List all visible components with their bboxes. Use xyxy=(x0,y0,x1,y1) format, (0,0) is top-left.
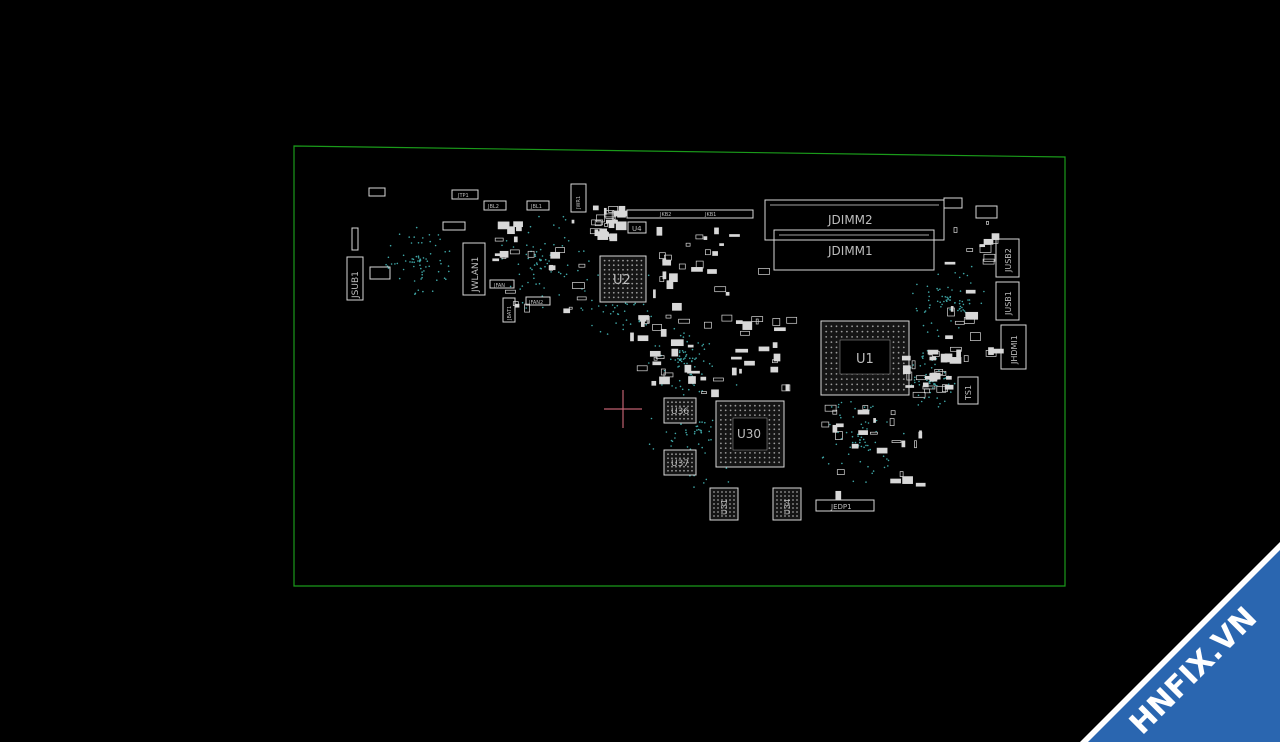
component-jbl2[interactable]: JBL2 xyxy=(483,200,507,211)
component-u36[interactable]: U36 xyxy=(663,397,697,424)
component-jfan2[interactable]: JFAN2 xyxy=(525,296,551,306)
component-jwlan1[interactable]: JWLAN1 xyxy=(462,242,486,296)
label-jwr1: JWR1 xyxy=(576,196,582,210)
label-u37: U37 xyxy=(671,459,689,469)
label-u31: U31 xyxy=(720,499,729,515)
component-jfan[interactable]: JFAN xyxy=(489,279,515,289)
label-jfan: JFAN xyxy=(493,283,505,289)
label-jbl2: JBL2 xyxy=(487,204,499,210)
label-u36: U36 xyxy=(671,407,689,417)
small-part[interactable] xyxy=(975,205,998,219)
small-part[interactable] xyxy=(442,221,466,231)
component-u4[interactable]: U4 xyxy=(627,221,647,234)
label-jkb1: JKB1 xyxy=(704,212,716,218)
label-jbat1: JBAT1 xyxy=(507,306,513,321)
label-jsub1: JSUB1 xyxy=(351,271,361,299)
small-part[interactable] xyxy=(368,187,386,197)
label-jfan2: JFAN2 xyxy=(528,300,543,306)
component-jusb1[interactable]: JUSB1 xyxy=(995,281,1020,321)
label-u30: U30 xyxy=(737,427,761,441)
component-u1[interactable]: U1 xyxy=(820,320,910,396)
component-jtp1[interactable]: JTP1 xyxy=(451,189,479,200)
component-jhdmi1[interactable]: JHDMI1 xyxy=(1000,324,1027,370)
component-jdimm1[interactable]: JDIMM1 xyxy=(773,229,935,271)
component-jkb[interactable]: JKB2 JKB1 xyxy=(626,209,754,219)
label-u34: U34 xyxy=(783,499,792,515)
label-jusb2: JUSB2 xyxy=(1004,248,1013,273)
component-jusb2[interactable]: JUSB2 xyxy=(995,238,1020,278)
crosshair-icon xyxy=(604,390,642,428)
component-u31[interactable]: U31 xyxy=(709,487,739,521)
small-part[interactable] xyxy=(943,197,963,209)
component-jbl1[interactable]: JBL1 xyxy=(526,200,550,211)
component-u30[interactable]: U30 xyxy=(715,400,785,468)
component-jsub1[interactable]: JSUB1 xyxy=(346,256,364,301)
label-jbl1: JBL1 xyxy=(530,204,542,210)
component-u37[interactable]: U37 xyxy=(663,449,697,476)
label-jkb2: JKB2 xyxy=(659,212,671,218)
label-jdimm2: JDIMM2 xyxy=(827,213,873,227)
small-part[interactable] xyxy=(351,227,359,251)
component-jdimm2[interactable]: JDIMM2 xyxy=(764,199,945,241)
label-jhdmi1: JHDMI1 xyxy=(1010,335,1019,365)
component-jedp1[interactable]: JEDP1 xyxy=(815,499,875,512)
small-parts[interactable] xyxy=(492,205,1004,500)
component-ts1[interactable]: TS1 xyxy=(957,376,979,405)
label-jusb1: JUSB1 xyxy=(1004,291,1013,316)
label-jtp1: JTP1 xyxy=(457,193,469,199)
label-jwlan1: JWLAN1 xyxy=(471,257,481,293)
label-u1: U1 xyxy=(856,352,874,367)
component-jbat1[interactable]: JBAT1 xyxy=(502,297,516,323)
small-part[interactable] xyxy=(369,266,391,280)
component-jwr1[interactable]: JWR1 xyxy=(570,183,587,213)
component-u2[interactable]: U2 xyxy=(599,255,647,303)
board-outline xyxy=(293,145,1066,587)
label-jdimm1: JDIMM1 xyxy=(827,244,873,258)
component-u34[interactable]: U34 xyxy=(772,487,802,521)
label-jedp1: JEDP1 xyxy=(830,503,852,511)
label-u4: U4 xyxy=(632,225,642,233)
watermark-logo: HNFIX.VN xyxy=(1080,542,1280,742)
label-ts1: TS1 xyxy=(964,385,973,401)
label-u2: U2 xyxy=(613,273,631,288)
